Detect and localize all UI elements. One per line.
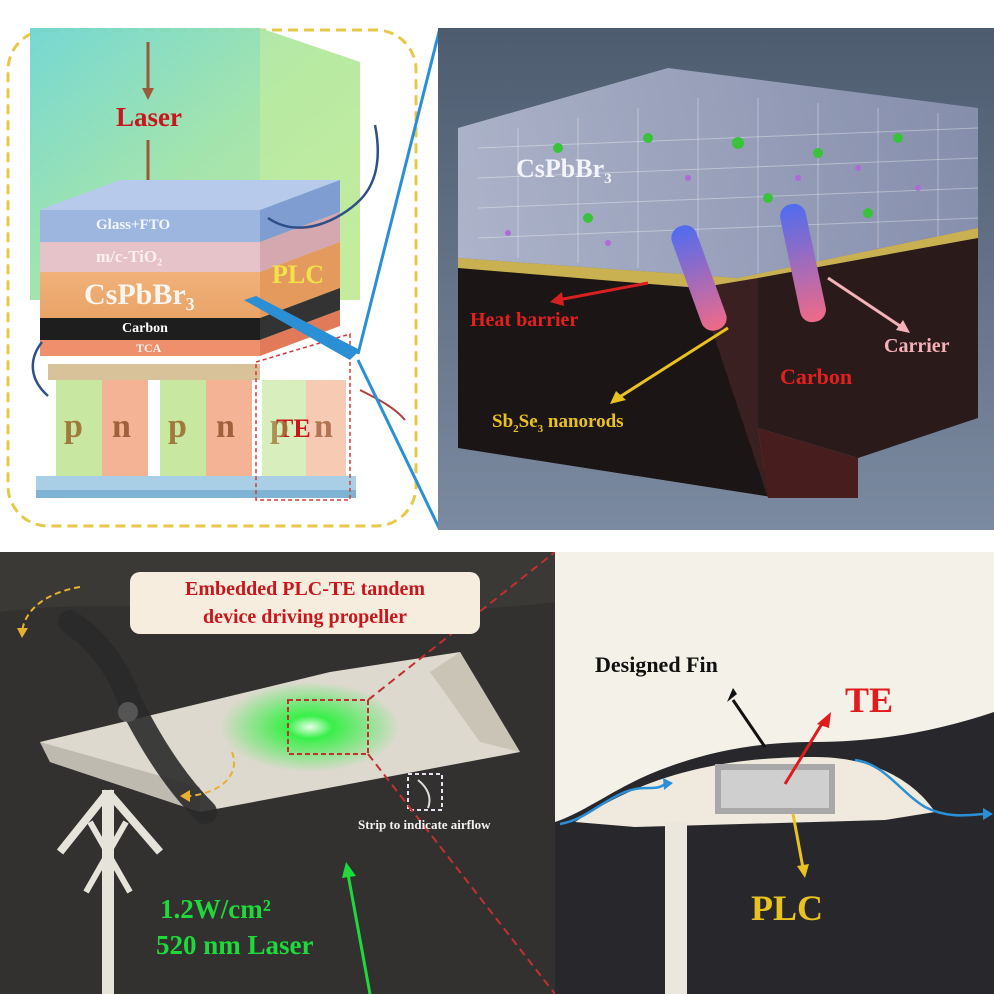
fin-label: Designed Fin: [595, 652, 718, 677]
device-stack-panel: Laser Glass+FTO m/c-TiO₂ CsPbBr₃ Carbon …: [0, 0, 438, 530]
rotation-arrow-bottom: [189, 751, 236, 797]
airflow-right: [854, 758, 986, 817]
fin-closeup-panel: Designed Fin TE PLC: [555, 552, 994, 994]
intensity-label: 1.2W/cm²: [160, 894, 271, 924]
nanorods-sub2: 2: [513, 422, 519, 435]
callout-box: Embedded PLC-TE tandem device driving pr…: [130, 572, 480, 634]
strip-note: Strip to indicate airflow: [358, 817, 491, 832]
crystal-label-main: CsPbBr: [516, 154, 605, 183]
zoom-line-bottom: [356, 359, 438, 530]
crystal-panel: CsPbBr3 Heat barrier Carrier Carbon Sb2S…: [438, 28, 994, 530]
tca-layer: [40, 340, 260, 356]
wavelength-label: 520 nm Laser: [156, 930, 314, 960]
perovskite-label: CsPbBr₃: [84, 278, 195, 311]
nanorods-label: Sb2Se3 nanorods: [492, 412, 624, 435]
blue-clip: [244, 296, 360, 360]
te-label-closeup: TE: [845, 680, 894, 720]
propeller-blade: [58, 610, 217, 824]
wire-red: [359, 389, 406, 421]
plc-arrow: [791, 813, 805, 869]
perovskite-layer: [40, 272, 260, 318]
plc-label-closeup: PLC: [751, 888, 823, 928]
rotation-arrow-top: [21, 586, 81, 633]
leg-n2: n: [216, 408, 235, 445]
propeller-photo-panel: Embedded PLC-TE tandem device driving pr…: [0, 552, 555, 994]
glass-fto-layer: [40, 210, 260, 242]
leg-p3: p: [270, 408, 289, 445]
carbon-label-right: Carbon: [780, 364, 853, 389]
tio2-layer: [40, 242, 260, 272]
propeller-hub: [118, 702, 138, 722]
tca-label: TCA: [136, 341, 162, 355]
laser-arrow: [346, 873, 372, 994]
stand-pole: [102, 790, 114, 994]
nanorods-arrow: [617, 326, 729, 400]
carrier-label: Carrier: [884, 335, 950, 357]
carbon-block-left: [458, 268, 778, 498]
heat-barrier-label: Heat barrier: [470, 309, 579, 331]
nanorod-right: [780, 203, 826, 323]
nanorods-sb: Sb: [492, 411, 514, 432]
crystal-label: CsPbBr3: [516, 156, 612, 187]
wire-top: [267, 124, 379, 229]
device-stack-illustration: [0, 0, 438, 530]
fin-closeup-scene: [555, 552, 994, 994]
te-outline: [255, 332, 351, 501]
leg-n1: n: [112, 408, 131, 445]
nanorod-left: [671, 225, 727, 331]
carbon-label: Carbon: [122, 321, 168, 336]
nanorods-text: nanorods: [543, 411, 624, 432]
callout-line-1: Embedded PLC-TE tandem: [184, 578, 426, 600]
carrier-arrow: [827, 276, 904, 330]
airflow-left: [559, 782, 666, 826]
strip-box: [407, 773, 443, 811]
device-highlight-box: [287, 699, 369, 755]
carbon-layer: [40, 318, 260, 340]
crystal-label-sub: 3: [604, 171, 612, 188]
laser-label: Laser: [116, 102, 182, 132]
laser-glow: [220, 682, 400, 772]
glass-fto-label: Glass+FTO: [96, 217, 171, 233]
fin-arrow: [731, 699, 767, 748]
base-plate: [36, 476, 356, 490]
nanorods-se: Se: [518, 411, 538, 432]
nanorods-sub3: 3: [537, 422, 544, 435]
wing-body: [555, 552, 994, 822]
stand-pole-closeup: [665, 822, 687, 994]
leg-n3: n: [314, 408, 333, 445]
leg-p1: p: [64, 408, 83, 445]
zoom-line-b: [367, 753, 555, 994]
callout-line-2: device driving propeller: [202, 606, 408, 628]
te-legs: [56, 380, 346, 476]
tio2-label: m/c-TiO₂: [96, 247, 163, 266]
plc-label: PLC: [272, 260, 324, 289]
zoom-line-top: [356, 29, 438, 355]
lattice-slab: [458, 68, 978, 278]
heat-barrier-arrow: [557, 281, 649, 302]
crystal-illustration: [438, 28, 994, 530]
te-arrow: [783, 721, 825, 785]
leg-p2: p: [168, 408, 187, 445]
te-label: TE: [276, 414, 311, 443]
